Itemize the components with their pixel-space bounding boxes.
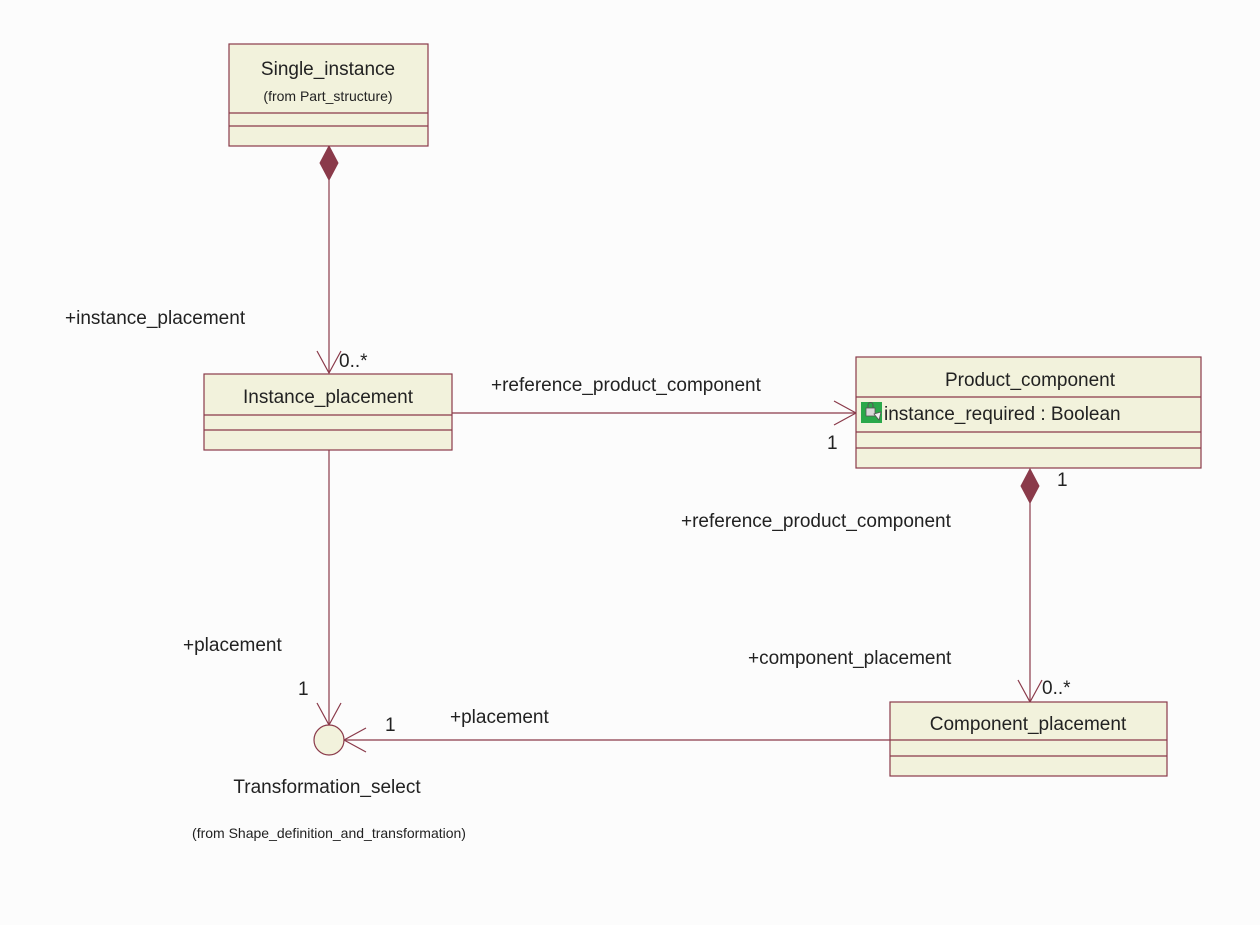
composition-diamond xyxy=(1020,467,1040,505)
role-placement-instance: +placement xyxy=(183,635,282,656)
class-name: Product_component xyxy=(945,370,1116,391)
role-component-placement: +component_placement xyxy=(748,648,952,669)
class-product-component[interactable]: Product_component instance_required : Bo… xyxy=(855,356,1202,469)
role-reference-product-component-2: +reference_product_component xyxy=(681,511,952,532)
role-placement-component: +placement xyxy=(450,707,549,728)
association-component-to-transformation[interactable] xyxy=(342,727,890,753)
class-name: Single_instance xyxy=(261,59,395,80)
class-single-instance[interactable]: Single_instance (from Part_structure) xyxy=(228,43,429,147)
association-single-to-instance[interactable] xyxy=(316,144,342,375)
association-instance-to-transformation[interactable] xyxy=(316,450,342,727)
class-instance-placement[interactable]: Instance_placement xyxy=(203,373,453,451)
multiplicity-placement-instance: 1 xyxy=(298,679,309,700)
interface-package: (from Shape_definition_and_transformatio… xyxy=(192,825,466,841)
multiplicity-component-placement: 0..* xyxy=(1042,678,1071,699)
association-instance-to-product[interactable] xyxy=(452,400,858,426)
class-name: Instance_placement xyxy=(243,387,414,408)
navigability-arrowhead xyxy=(316,350,342,375)
multiplicity-product-source: 1 xyxy=(1057,470,1068,491)
class-component-placement[interactable]: Component_placement xyxy=(889,701,1168,777)
role-reference-product-component: +reference_product_component xyxy=(491,375,762,396)
class-name: Component_placement xyxy=(930,714,1127,735)
association-product-to-component[interactable] xyxy=(1017,467,1043,704)
role-instance-placement: +instance_placement xyxy=(65,308,246,329)
composition-diamond xyxy=(319,144,339,182)
class-package: (from Part_structure) xyxy=(263,88,392,104)
interface-circle xyxy=(313,724,345,756)
multiplicity-placement-component: 1 xyxy=(385,715,396,736)
interface-transformation-select[interactable]: Transformation_select (from Shape_defini… xyxy=(192,724,466,841)
interface-name: Transformation_select xyxy=(233,777,421,798)
multiplicity-instance-placement: 0..* xyxy=(339,351,368,372)
attribute-instance-required: instance_required : Boolean xyxy=(884,404,1121,425)
multiplicity-product-component: 1 xyxy=(827,433,838,454)
protected-attribute-icon xyxy=(861,402,882,423)
